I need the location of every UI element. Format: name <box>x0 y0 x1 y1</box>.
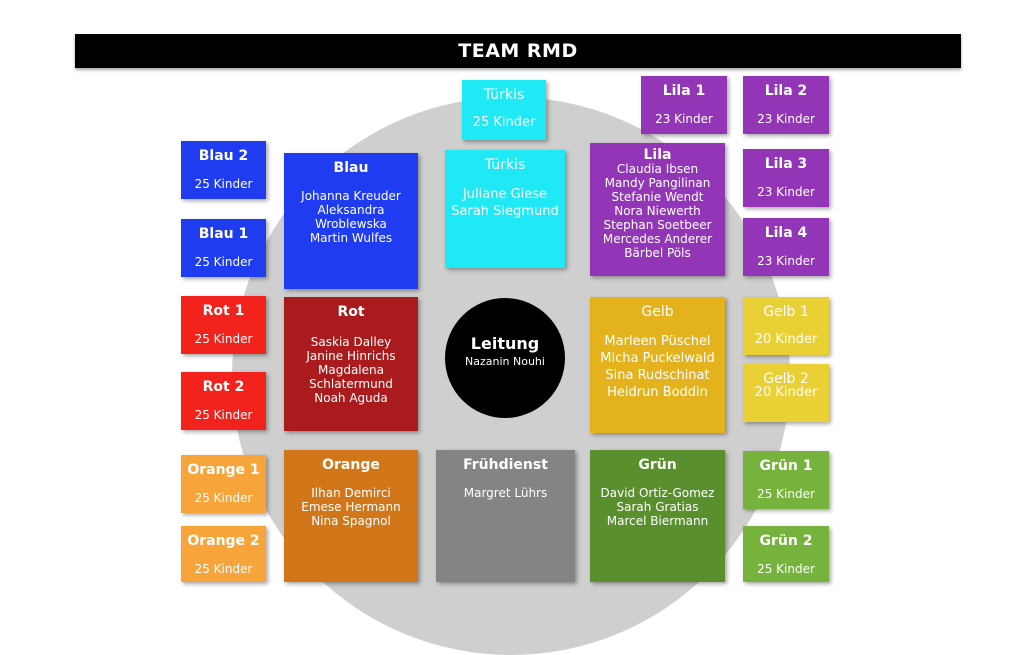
group-blau-member: Martin Wulfes <box>309 231 393 245</box>
class-lila-1: Lila 1 23 Kinder <box>641 76 727 134</box>
group-blau: Blau Johanna Kreuder Aleksandra Wroblews… <box>284 153 418 289</box>
leitung-title: Leitung <box>470 334 540 353</box>
group-gruen-member: David Ortiz-Gomez <box>600 486 715 500</box>
group-gruen-member: Marcel Biermann <box>606 514 709 528</box>
class-gruen-1: Grün 1 25 Kinder <box>743 451 829 509</box>
class-blau-2-count: 25 Kinder <box>194 177 253 191</box>
center-leitung: Leitung Nazanin Nouhi <box>445 298 565 418</box>
group-lila-member: Mercedes Anderer <box>602 232 713 246</box>
group-orange-member: Emese Hermann <box>301 500 401 514</box>
class-gelb-2-count: 20 Kinder <box>754 385 818 400</box>
group-rot: Rot Saskia Dalley Janine Hinrichs Magdal… <box>284 297 418 431</box>
group-gelb: Gelb Marleen Püschel Micha Puckelwald Si… <box>590 297 725 433</box>
group-lila-member: Stefanie Wendt <box>611 190 704 204</box>
class-blau-1-title: Blau 1 <box>198 226 249 242</box>
group-lila-member: Bärbel Pöls <box>624 246 691 260</box>
class-lila-1-count: 23 Kinder <box>655 112 713 126</box>
class-rot-2-title: Rot 2 <box>202 379 245 395</box>
class-gruen-1-count: 25 Kinder <box>757 487 815 501</box>
group-blau-title: Blau <box>333 160 369 176</box>
group-gruen-title: Grün <box>638 457 677 473</box>
class-orange-2: Orange 2 25 Kinder <box>181 526 266 582</box>
group-gruen: Grün David Ortiz-Gomez Sarah Gratias Mar… <box>590 450 725 582</box>
class-orange-1: Orange 1 25 Kinder <box>181 455 266 513</box>
group-tuerkis: Türkis Juliane Giese Sarah Siegmund <box>445 150 565 268</box>
class-gelb-1-count: 20 Kinder <box>754 332 818 347</box>
group-gelb-member: Marleen Püschel <box>604 334 711 349</box>
class-gelb-1: Gelb 1 20 Kinder <box>743 297 829 355</box>
class-rot-1-title: Rot 1 <box>202 303 245 319</box>
group-fruehdienst: Frühdienst Margret Lührs <box>436 450 575 582</box>
class-orange-1-count: 25 Kinder <box>194 491 253 505</box>
group-orange-member: Nina Spagnol <box>311 514 391 528</box>
group-rot-member: Noah Aguda <box>314 391 388 405</box>
class-rot-2: Rot 2 25 Kinder <box>181 372 266 430</box>
group-rot-member: Saskia Dalley <box>310 335 392 349</box>
group-tuerkis-member: Sarah Siegmund <box>451 204 559 219</box>
group-orange: Orange Ilhan Demirci Emese Hermann Nina … <box>284 450 418 582</box>
class-lila-2-count: 23 Kinder <box>757 112 815 126</box>
class-gelb-1-title: Gelb 1 <box>763 304 809 320</box>
class-orange-2-title: Orange 2 <box>187 533 260 549</box>
leitung-name: Nazanin Nouhi <box>465 355 545 368</box>
group-rot-member: Janine Hinrichs <box>306 349 396 363</box>
class-blau-2: Blau 2 25 Kinder <box>181 141 266 199</box>
class-rot-2-count: 25 Kinder <box>194 408 253 422</box>
class-blau-1-count: 25 Kinder <box>194 255 253 269</box>
class-blau-1: Blau 1 25 Kinder <box>181 219 266 277</box>
group-lila-member: Mandy Pangilinan <box>604 176 711 190</box>
class-gruen-1-title: Grün 1 <box>759 458 813 474</box>
class-lila-3-count: 23 Kinder <box>757 185 815 199</box>
class-gelb-2-title: Gelb 2 <box>763 371 809 387</box>
group-lila: Lila Claudia Ibsen Mandy Pangilinan Stef… <box>590 143 725 276</box>
group-rot-title: Rot <box>337 304 365 320</box>
class-tuerkis: Türkis 25 Kinder <box>462 80 546 140</box>
class-lila-4-title: Lila 4 <box>764 225 808 241</box>
group-blau-member: Johanna Kreuder <box>301 189 401 203</box>
group-gelb-member: Micha Puckelwald <box>600 351 715 366</box>
class-lila-1-title: Lila 1 <box>662 83 706 99</box>
class-lila-4: Lila 4 23 Kinder <box>743 218 829 276</box>
group-orange-member: Ilhan Demirci <box>311 486 391 500</box>
class-rot-1-count: 25 Kinder <box>194 332 253 346</box>
group-tuerkis-title: Türkis <box>484 157 526 173</box>
class-gruen-2-title: Grün 2 <box>759 533 813 549</box>
class-lila-3-title: Lila 3 <box>764 156 808 172</box>
group-fruehdienst-member: Margret Lührs <box>463 486 548 500</box>
class-lila-4-count: 23 Kinder <box>757 254 815 268</box>
class-orange-2-count: 25 Kinder <box>194 562 253 576</box>
class-tuerkis-title: Türkis <box>483 87 525 103</box>
class-gruen-2-count: 25 Kinder <box>757 562 815 576</box>
group-lila-member: Stephan Soetbeer <box>603 218 712 232</box>
group-fruehdienst-title: Frühdienst <box>463 457 548 473</box>
group-rot-member: Magdalena <box>318 363 384 377</box>
group-gelb-title: Gelb <box>641 304 674 320</box>
group-orange-title: Orange <box>322 457 380 473</box>
class-lila-2: Lila 2 23 Kinder <box>743 76 829 134</box>
class-lila-3: Lila 3 23 Kinder <box>743 149 829 207</box>
group-lila-title: Lila <box>643 147 672 163</box>
class-gruen-2: Grün 2 25 Kinder <box>743 526 829 582</box>
group-tuerkis-member: Juliane Giese <box>462 187 548 202</box>
class-orange-1-title: Orange 1 <box>187 462 260 478</box>
group-gruen-member: Sarah Gratias <box>616 500 699 514</box>
page-title: TEAM RMD <box>75 34 961 68</box>
group-gelb-member: Sina Rudschinat <box>605 368 710 383</box>
class-rot-1: Rot 1 25 Kinder <box>181 296 266 354</box>
class-blau-2-title: Blau 2 <box>198 148 249 164</box>
group-rot-member: Schlatermund <box>309 377 393 391</box>
group-blau-member: Aleksandra <box>317 203 385 217</box>
class-lila-2-title: Lila 2 <box>764 83 808 99</box>
group-blau-member: Wroblewska <box>315 217 387 231</box>
group-lila-member: Nora Niewerth <box>614 204 701 218</box>
group-gelb-member: Heidrun Boddin <box>607 385 708 400</box>
class-gelb-2: Gelb 2 20 Kinder <box>743 364 829 422</box>
class-tuerkis-count: 25 Kinder <box>472 115 536 130</box>
group-lila-member: Claudia Ibsen <box>616 162 699 176</box>
